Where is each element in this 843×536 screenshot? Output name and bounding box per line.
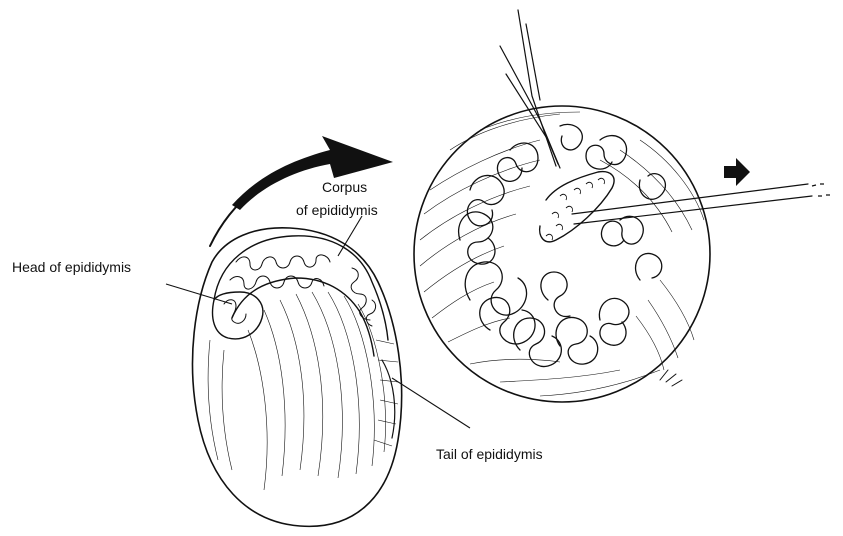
leader-lines [166,216,470,428]
corpus-label-line1: Corpus [322,179,367,195]
right-testis [414,106,710,402]
head-label: Head of epididymis [12,259,131,275]
corpus-label-line2: of epididymis [296,202,378,218]
left-testis [193,228,402,527]
direction-arrow [724,158,750,186]
corpus-leader [338,216,362,256]
tail-leader [392,378,470,428]
tail-label: Tail of epididymis [436,446,543,462]
